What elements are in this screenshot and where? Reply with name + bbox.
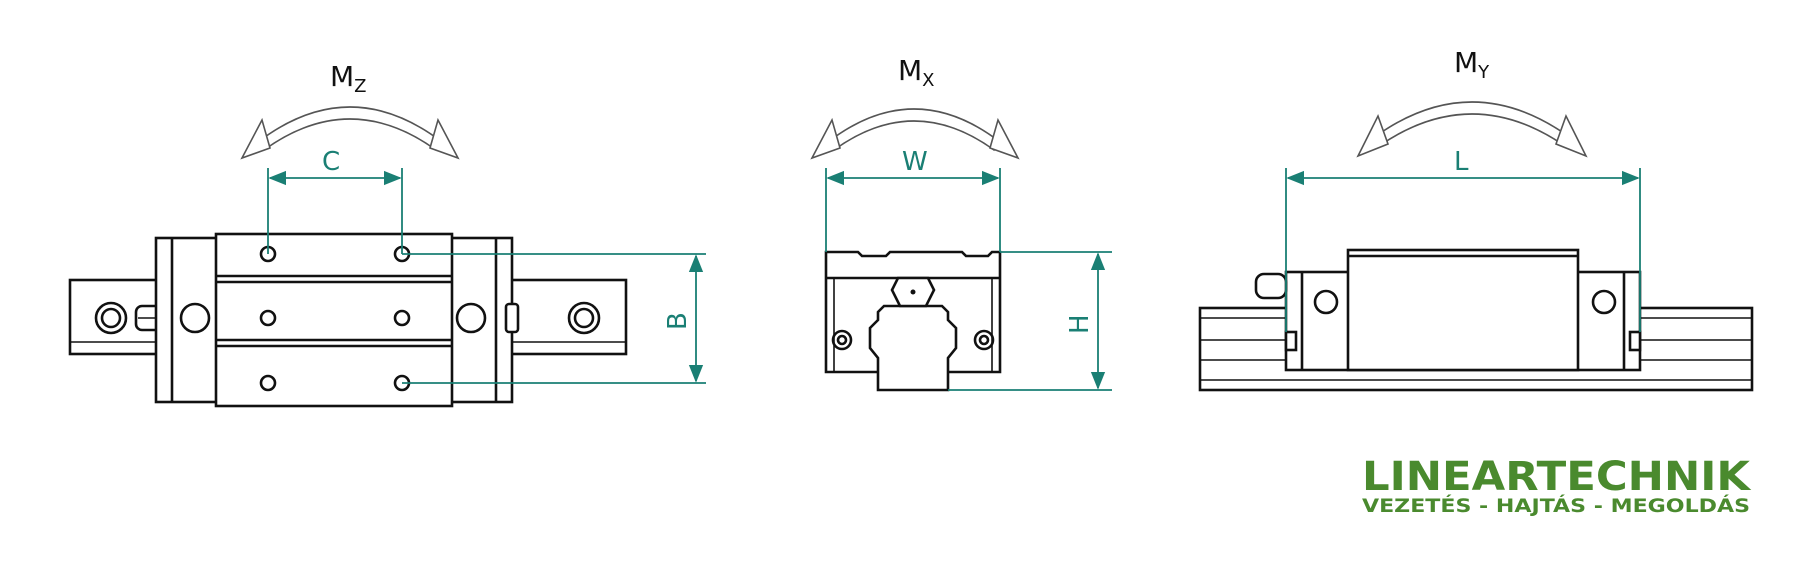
dimension-l: L: [1285, 147, 1641, 332]
side-block: [1346, 248, 1580, 372]
dimension-c-label: C: [322, 147, 340, 177]
dimension-c: C: [267, 147, 403, 254]
side-bolt-right: [1591, 289, 1617, 315]
end-bolt-left: [179, 302, 211, 334]
front-rail-profile: [868, 304, 958, 392]
mx-rotation-arrow: [810, 108, 1020, 160]
top-view: MZ: [68, 60, 706, 408]
rail-hole-right: [567, 301, 601, 335]
dimension-h-label: H: [1065, 314, 1095, 334]
rail-hole-left: [94, 301, 128, 335]
my-rotation-arrow: [1356, 101, 1588, 158]
logo-tagline: VEZETÉS - HAJTÁS - MEGOLDÁS: [1362, 494, 1750, 517]
front-view: MX W H: [810, 54, 1112, 392]
logo-title: LINEARTECHNIK: [1362, 454, 1752, 500]
mx-label: MX: [898, 54, 935, 91]
my-label: MY: [1454, 46, 1490, 83]
mz-label: MZ: [330, 60, 367, 97]
mount-hole: [259, 309, 277, 327]
dimension-b-label: B: [663, 312, 693, 330]
brand-logo: LINEARTECHNIK VEZETÉS - HAJTÁS - MEGOLDÁ…: [1362, 454, 1752, 517]
top-block: [214, 232, 454, 408]
screw-left: [831, 329, 853, 351]
dimension-h: H: [948, 251, 1112, 391]
side-bolt-left: [1313, 289, 1339, 315]
mz-rotation-arrow: [240, 106, 460, 160]
dimension-l-label: L: [1454, 147, 1469, 177]
side-lube-nipple: [1254, 272, 1288, 300]
side-view: MY L: [1198, 46, 1754, 392]
dimension-w-label: W: [902, 147, 928, 177]
dimension-w: W: [825, 147, 1001, 252]
screw-right: [973, 329, 995, 351]
mount-hole: [259, 374, 277, 392]
end-bolt-right: [455, 302, 487, 334]
mount-hole: [393, 309, 411, 327]
dimension-b: B: [402, 253, 706, 384]
